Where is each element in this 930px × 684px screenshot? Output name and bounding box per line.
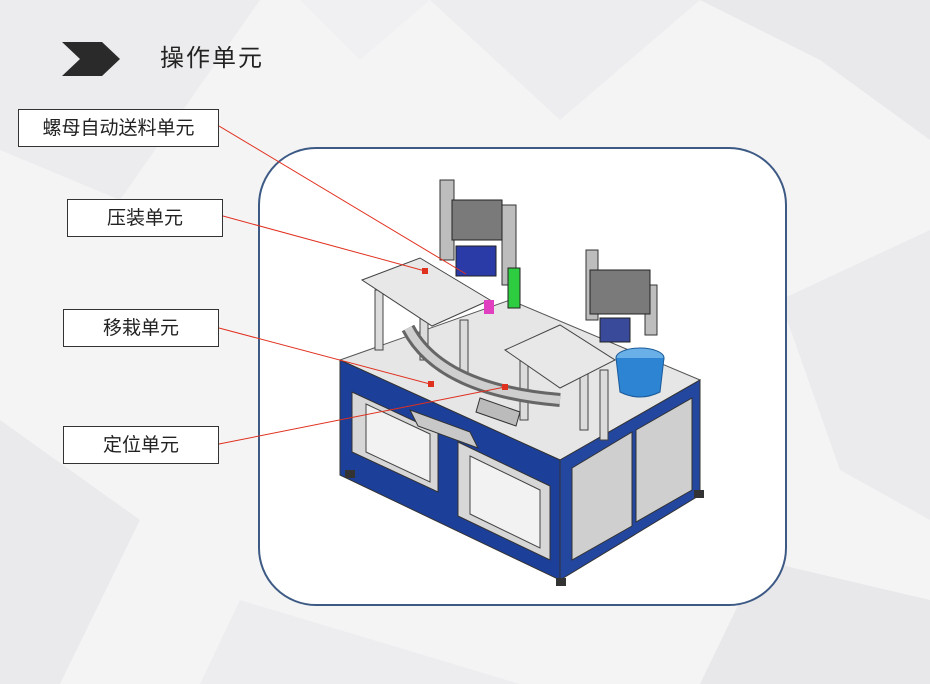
label-press-unit: 压装单元: [67, 199, 223, 237]
label-locating-unit: 定位单元: [63, 426, 219, 464]
leader-line-feeding: [218, 125, 467, 275]
leader-line-press: [222, 215, 426, 272]
page-title: 操作单元: [160, 44, 264, 72]
label-nut-feeding-unit: 螺母自动送料单元: [18, 109, 219, 147]
leader-line-locating: [218, 386, 506, 445]
leader-line-transfer: [218, 327, 431, 385]
locating-unit: [408, 409, 480, 449]
chevron-right-icon: [62, 42, 120, 76]
label-transfer-unit: 移栽单元: [63, 309, 219, 347]
right-platform: [503, 324, 617, 389]
